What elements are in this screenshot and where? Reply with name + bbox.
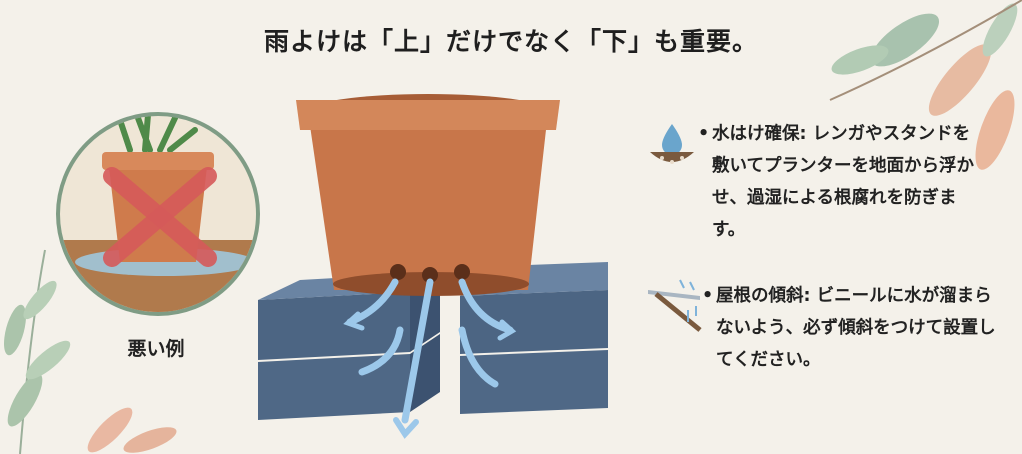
water-drop-on-soil-icon [650,124,694,164]
leaf-decoration-top-right [829,0,1022,170]
bad-example-label: 悪い例 [127,338,185,360]
planter-pot [296,94,560,296]
bullet-dot: • [698,124,710,144]
bullet-dot: • [702,286,714,306]
brick-stack-right [460,262,608,414]
tip-roof-slope: • 屋根の傾斜: ビニールに水が溜まらないよう、必ず傾斜をつけて設置してください… [702,280,996,376]
bad-example-illustration [56,112,260,316]
tip-drainage: • 水はけ確保: レンガやスタンドを敷いてプランターを地面から浮かせ、過湿による… [698,118,982,246]
cross-icon [103,167,217,267]
sloped-roof-rain-icon [648,279,702,332]
water-flow-arrows [343,278,517,439]
tip-roof-slope-text: 屋根の傾斜: ビニールに水が溜まらないよう、必ず傾斜をつけて設置してください。 [716,286,996,370]
tip-drainage-text: 水はけ確保: レンガやスタンドを敷いてプランターを地面から浮かせ、過湿による根腐… [712,124,974,240]
leaf-decoration-left [4,249,177,454]
page-title: 雨よけは「上」だけでなく「下」も重要。 [263,27,758,56]
